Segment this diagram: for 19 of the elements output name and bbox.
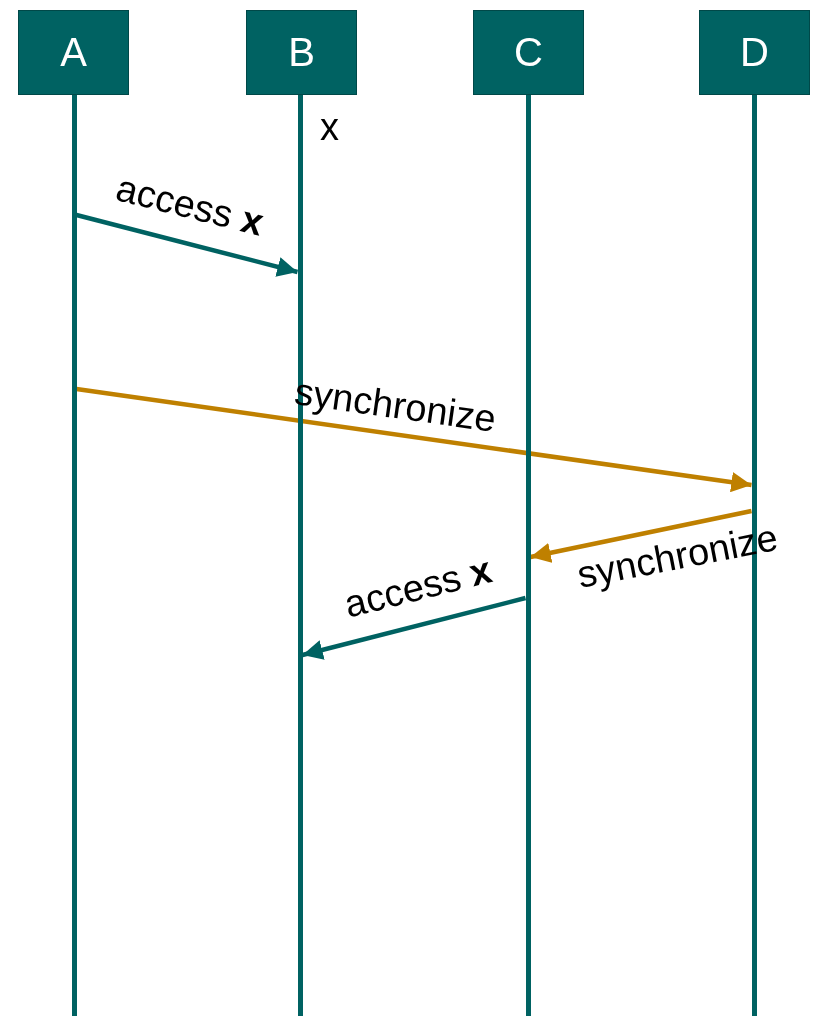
lifeline <box>71 95 77 1016</box>
message-label: access x <box>340 550 496 624</box>
message-arrow <box>75 212 299 277</box>
participant-label: B <box>288 30 315 75</box>
lifeline <box>525 95 531 1016</box>
message-arrow <box>530 508 752 563</box>
message-arrow <box>76 386 752 493</box>
participant-label: A <box>60 30 87 75</box>
participant-box <box>699 10 810 95</box>
participant-label: D <box>740 30 769 75</box>
participant-box <box>246 10 357 95</box>
message-label: synchronize <box>291 372 498 438</box>
message-label: access x <box>112 168 268 242</box>
message-label: synchronize <box>573 518 781 594</box>
participant-box <box>473 10 584 95</box>
participant-box <box>18 10 129 95</box>
participant-label: C <box>514 30 543 75</box>
variable-label: x <box>320 108 339 146</box>
message-arrow <box>301 595 527 660</box>
